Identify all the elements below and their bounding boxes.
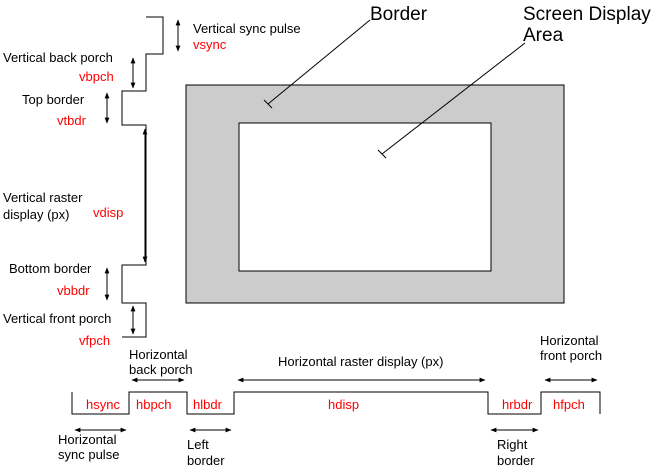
- hrbdr-var: hrbdr: [502, 397, 533, 412]
- border-pointer-line: [267, 19, 371, 105]
- hfpch-label-line2: front porch: [540, 348, 602, 363]
- hlbdr-var: hlbdr: [193, 397, 223, 412]
- vfpch-label: Vertical front porch: [3, 311, 111, 326]
- vsync-label: Vertical sync pulse: [193, 21, 301, 36]
- vfpch-var: vfpch: [79, 333, 110, 348]
- vbbdr-var: vbbdr: [57, 283, 90, 298]
- screen-display-label-line2: Area: [523, 25, 564, 46]
- vsync-var: vsync: [193, 37, 227, 52]
- hbpch-label-line1: Horizontal: [129, 347, 188, 362]
- vtbdr-label: Top border: [22, 92, 85, 107]
- hsync-label-line2: sync pulse: [58, 447, 119, 462]
- border-label: Border: [370, 4, 428, 25]
- hdisp-var: hdisp: [328, 397, 359, 412]
- hlbdr-label-line2: border: [187, 453, 225, 468]
- hrbdr-label-line1: Right: [497, 437, 528, 452]
- screen-display-label: Screen Display: [523, 4, 651, 25]
- vtbdr-var: vtbdr: [57, 113, 87, 128]
- hsync-label-line1: Horizontal: [58, 432, 117, 447]
- vdisp-var: vdisp: [93, 205, 123, 220]
- screen-display-area: [238, 122, 492, 272]
- vbpch-var: vbpch: [79, 69, 114, 84]
- vbpch-label: Vertical back porch: [3, 50, 113, 65]
- hfpch-var: hfpch: [553, 397, 585, 412]
- vbbdr-label: Bottom border: [9, 261, 92, 276]
- hbpch-label-line2: back porch: [129, 362, 193, 377]
- hbpch-var: hbpch: [136, 397, 171, 412]
- vertical-timing-waveform: [121, 16, 164, 338]
- horizontal-timing-waveform: [71, 391, 601, 415]
- vdisp-label-line2: display (px): [3, 207, 69, 222]
- hrbdr-label-line2: border: [497, 453, 535, 468]
- border-pointer-tick: [263, 99, 273, 109]
- hdisp-label: Horizontal raster display (px): [278, 354, 443, 369]
- hfpch-label-line1: Horizontal: [540, 333, 599, 348]
- hsync-var: hsync: [86, 397, 120, 412]
- screen-display-pointer-line: [381, 42, 526, 155]
- vdisp-label-line1: Vertical raster: [3, 190, 83, 205]
- hlbdr-label-line1: Left: [187, 437, 209, 452]
- screen-display-pointer-tick: [377, 149, 387, 159]
